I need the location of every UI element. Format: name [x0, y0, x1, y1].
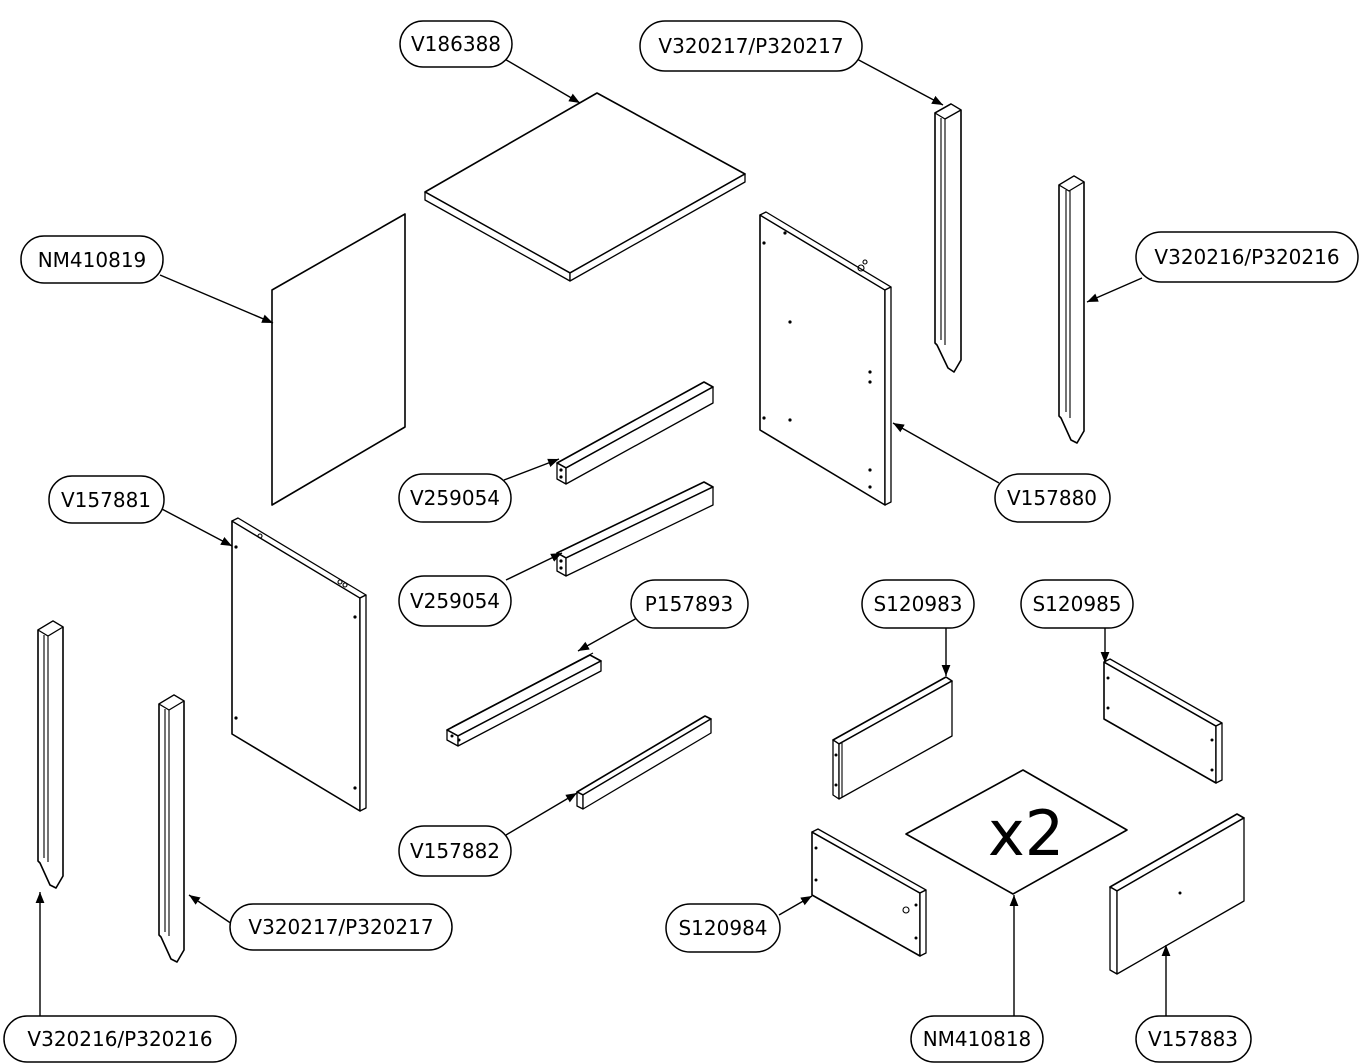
label-upright-right: V320216/P320216 — [1154, 245, 1339, 269]
label-drawer-side-a: S120983 — [873, 592, 962, 616]
top-panel-part — [424, 92, 746, 282]
label-right-side-panel: V157880 — [1007, 486, 1097, 510]
callout-upright-bottom-left: V320216/P320216 — [3, 1015, 237, 1063]
callout-upright-bottom-mid: V320217/P320217 — [229, 903, 453, 951]
drawer-side-s120985-part — [1103, 658, 1223, 784]
bottom-rail-part — [446, 652, 602, 747]
label-upright-bottom-left: V320216/P320216 — [27, 1027, 212, 1051]
left-side-panel-part — [231, 517, 367, 812]
drawer-bottom-part: x2 — [905, 769, 1128, 895]
callout-bottom-rail: P157893 — [630, 579, 749, 629]
front-rail-part — [576, 715, 712, 810]
label-back-panel: NM410819 — [38, 248, 147, 272]
label-left-side-panel: V157881 — [61, 488, 151, 512]
callout-upright-top-right: V320217/P320217 — [639, 20, 863, 72]
callout-top-panel: V186388 — [399, 20, 513, 68]
drawer-front-part — [1109, 813, 1245, 975]
label-rail-lower: V259054 — [410, 589, 500, 613]
label-drawer-back: S120984 — [678, 916, 767, 940]
leader-lines — [35, 57, 1171, 1018]
callout-drawer-bottom: NM410818 — [910, 1015, 1044, 1063]
label-upright-bottom-mid: V320217/P320217 — [248, 915, 433, 939]
quantity-marker: x2 — [988, 797, 1064, 870]
callout-upright-right: V320216/P320216 — [1135, 231, 1359, 283]
callout-rail-lower: V259054 — [398, 575, 512, 627]
label-top-panel: V186388 — [411, 32, 501, 56]
callout-rail-upper: V259054 — [398, 473, 512, 523]
callout-drawer-side-a: S120983 — [861, 579, 975, 629]
label-bottom-rail: P157893 — [645, 592, 733, 616]
right-side-panel-part — [759, 211, 892, 506]
label-drawer-side-b: S120985 — [1032, 592, 1121, 616]
upright-top-right-part — [934, 103, 962, 373]
upright-right-part — [1058, 175, 1085, 444]
callout-right-side-panel: V157880 — [994, 473, 1111, 523]
label-front-rail: V157882 — [410, 839, 500, 863]
callout-left-side-panel: V157881 — [48, 475, 165, 524]
callout-drawer-back: S120984 — [665, 903, 781, 953]
upright-bottom-left-part — [37, 620, 64, 889]
upright-bottom-mid-part — [158, 694, 185, 963]
callout-front-rail: V157882 — [398, 825, 512, 877]
label-drawer-front: V157883 — [1148, 1027, 1238, 1051]
callout-drawer-side-b: S120985 — [1020, 579, 1134, 629]
drawer-side-s120983-part — [832, 676, 953, 800]
back-panel-part — [271, 213, 406, 506]
rail-lower-part — [556, 481, 714, 577]
label-rail-upper: V259054 — [410, 486, 500, 510]
callout-drawer-front: V157883 — [1135, 1015, 1252, 1063]
label-drawer-bottom: NM410818 — [923, 1027, 1032, 1051]
drawer-back-part — [811, 828, 927, 957]
callout-back-panel: NM410819 — [20, 235, 164, 284]
rail-upper-part — [556, 381, 714, 485]
label-upright-top-right: V320217/P320217 — [658, 34, 843, 58]
